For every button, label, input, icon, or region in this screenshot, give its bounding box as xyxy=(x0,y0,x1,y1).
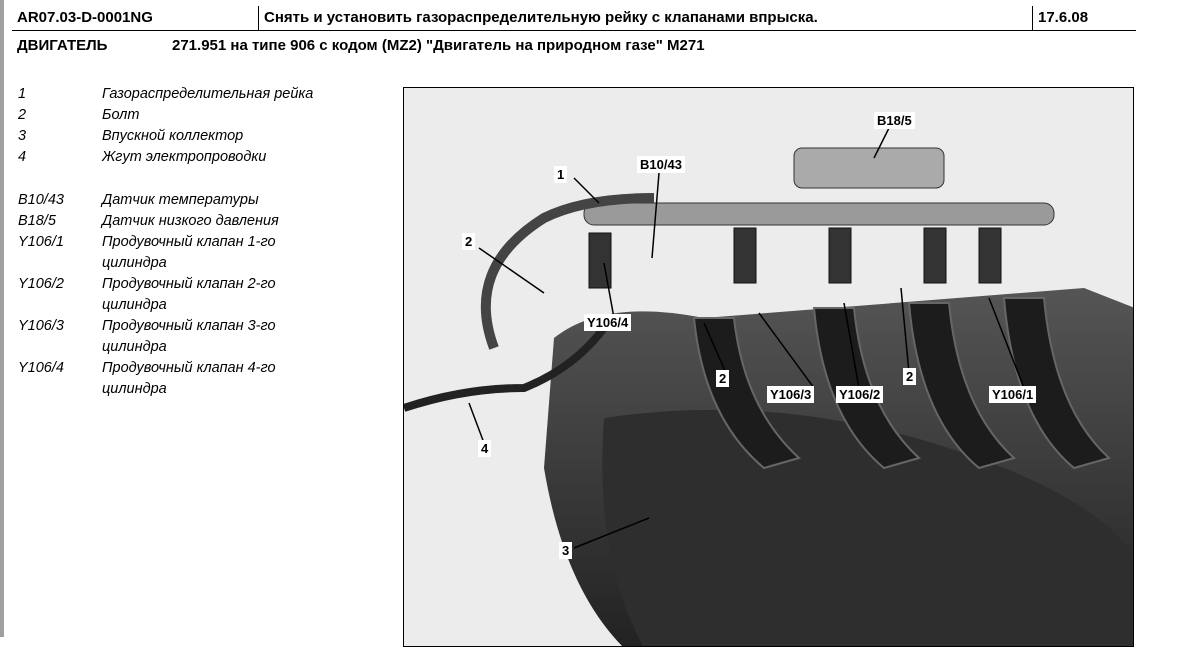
legend-item: 2 Болт xyxy=(18,105,362,126)
legend-desc: Датчик температуры xyxy=(102,192,259,208)
callout-y106-4: Y106/4 xyxy=(584,314,632,331)
legend: 1 Газораспределительная рейка 2 Болт 3 Впус… xyxy=(18,84,362,400)
legend-desc: Жгут электропроводки xyxy=(102,149,267,165)
callout-y106-3: Y106/3 xyxy=(767,386,815,403)
doc-date: 17.6.08 xyxy=(1032,6,1136,30)
legend-code: 3 xyxy=(18,128,27,144)
legend-desc: Впускной коллектор xyxy=(102,128,244,144)
doc-code: AR07.03-D-0001NG xyxy=(17,9,153,26)
callout-4: 4 xyxy=(478,440,492,457)
legend-item: B18/5 Датчик низкого давления xyxy=(18,211,362,232)
intake-manifold-illustration xyxy=(404,88,1133,646)
legend-desc: Газораспределительная рейка xyxy=(102,86,314,102)
doc-title: Снять и установить газораспределительную… xyxy=(258,6,1032,30)
callout-2: 2 xyxy=(903,368,917,385)
legend-code: 4 xyxy=(18,149,27,165)
legend-code: Y106/2 xyxy=(18,276,64,292)
callout-y106-2: Y106/2 xyxy=(836,386,884,403)
engine-value: 271.951 на типе 906 с кодом (MZ2) "Двига… xyxy=(172,37,705,54)
legend-code: Y106/3 xyxy=(18,318,64,334)
legend-code: 2 xyxy=(18,107,27,123)
legend-code: Y106/1 xyxy=(18,234,64,250)
callout-2: 2 xyxy=(716,370,730,387)
callout-1: 1 xyxy=(554,166,568,183)
window-left-border xyxy=(0,0,4,637)
legend-item: 1 Газораспределительная рейка xyxy=(18,84,362,105)
legend-desc: Болт xyxy=(102,107,140,123)
legend-code: Y106/4 xyxy=(18,360,64,376)
legend-desc: Датчик низкого давления xyxy=(102,213,279,229)
legend-item: B10/43 Датчик температуры xyxy=(18,190,362,211)
legend-code: B10/43 xyxy=(18,192,64,208)
engine-label: ДВИГАТЕЛЬ xyxy=(17,37,108,54)
document-header: AR07.03-D-0001NG Снять и установить газо… xyxy=(12,6,1136,31)
engine-info: ДВИГАТЕЛЬ 271.951 на типе 906 с кодом (MZ… xyxy=(17,37,705,54)
engine-figure: 1 B10/43 B18/5 2 Y106/4 2 Y106/3 Y106/2 … xyxy=(403,87,1134,647)
legend-code: 1 xyxy=(18,86,27,102)
callout-b18-5: B18/5 xyxy=(874,112,915,129)
legend-item: 4 Жгут электропроводки xyxy=(18,147,362,168)
legend-code: B18/5 xyxy=(18,213,56,229)
callout-2: 2 xyxy=(462,233,476,250)
legend-item: 3 Впускной коллектор xyxy=(18,126,362,147)
callout-y106-1: Y106/1 xyxy=(989,386,1037,403)
callout-b10-43: B10/43 xyxy=(637,156,685,173)
callout-3: 3 xyxy=(559,542,573,559)
